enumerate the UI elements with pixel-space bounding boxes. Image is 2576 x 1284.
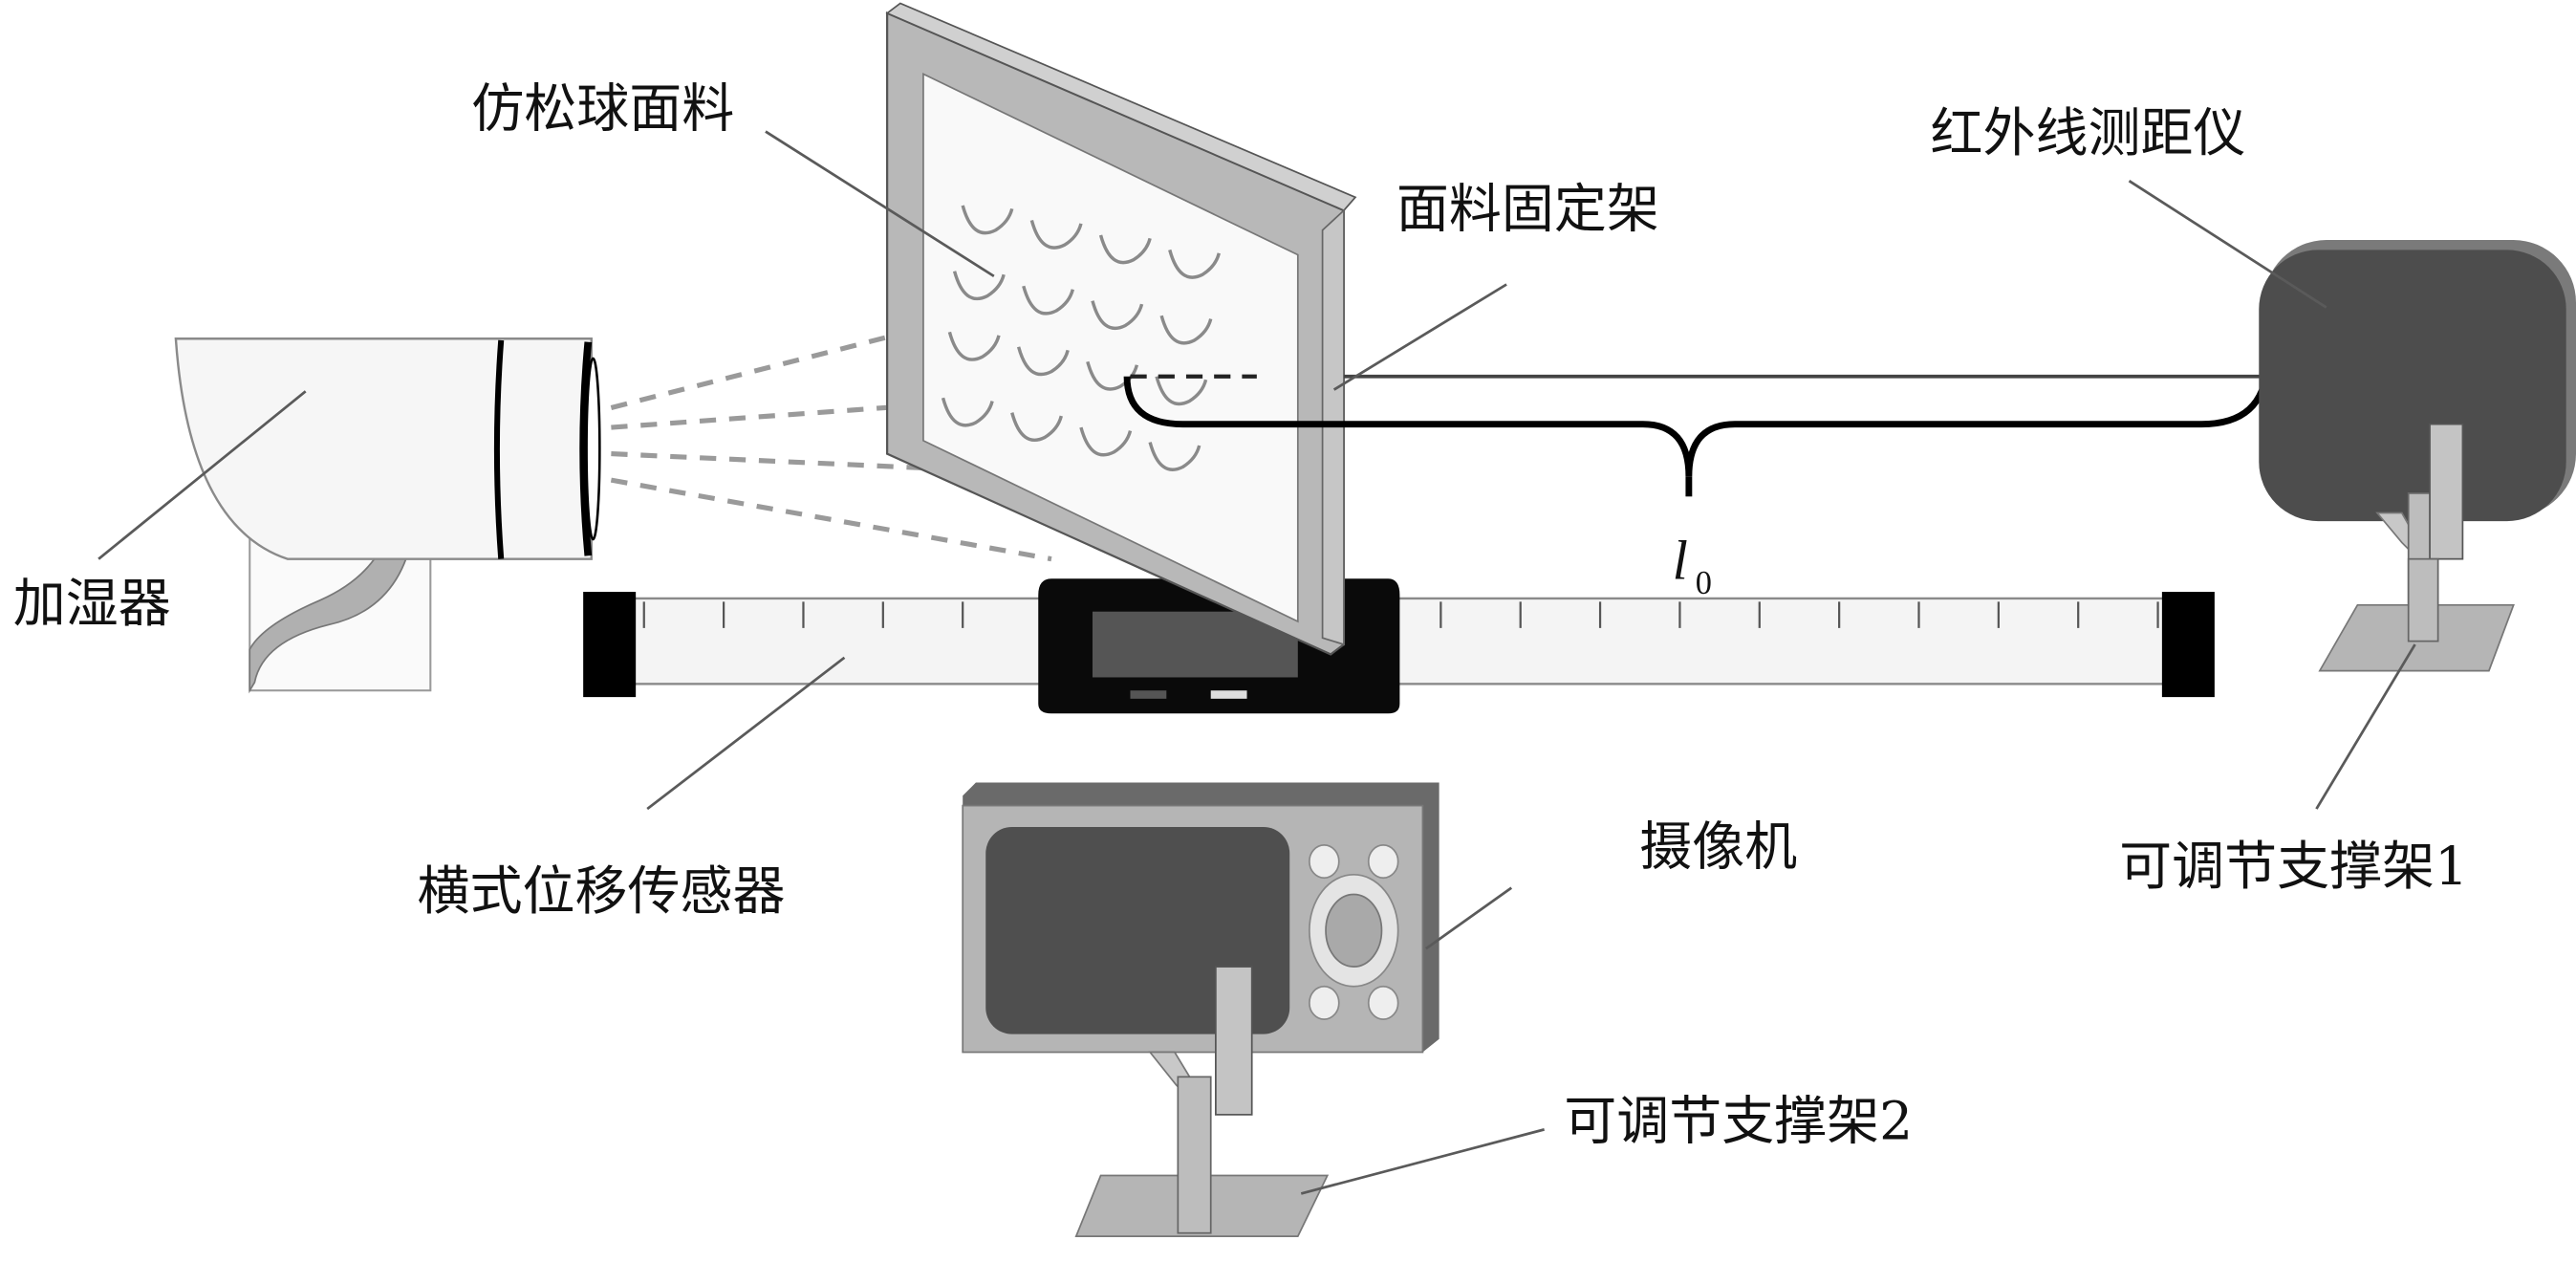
leader-holder xyxy=(1332,283,1507,391)
ir-rangefinder xyxy=(2259,240,2576,672)
support-2-pole xyxy=(1177,1076,1212,1234)
holder-frame-side xyxy=(1321,208,1345,646)
leader-rangefinder xyxy=(2128,179,2327,309)
fabric-holder xyxy=(885,2,1357,656)
pinecone-scale xyxy=(1148,442,1201,471)
camera-dial-center xyxy=(1325,893,1383,968)
support-2-upright xyxy=(1215,966,1253,1116)
pinecone-scale xyxy=(1029,219,1083,250)
camera xyxy=(962,782,1440,1237)
camera-button-2 xyxy=(1367,844,1399,880)
camera-button-3 xyxy=(1308,985,1340,1021)
pinecone-scale xyxy=(1168,249,1221,279)
distance-symbol: l xyxy=(1673,529,1688,591)
slider-button xyxy=(1210,690,1247,699)
leader-sensor xyxy=(646,656,846,811)
camera-button-1 xyxy=(1308,844,1340,880)
sensor-rail xyxy=(631,597,2170,686)
rail-ticks xyxy=(642,601,2159,628)
label-support-2: 可调节支撑架2 xyxy=(1564,1091,1913,1152)
pinecone-scale xyxy=(1159,315,1213,345)
humidifier-body xyxy=(174,337,593,560)
leader-camera xyxy=(1425,886,1513,950)
nozzle-opening xyxy=(585,357,601,541)
label-camera: 摄像机 xyxy=(1639,816,1797,877)
leader-support-1 xyxy=(2315,643,2416,810)
distance-brace xyxy=(1123,364,2271,477)
pinecone-scale xyxy=(1155,376,1208,406)
leader-humidifier xyxy=(97,390,307,560)
humidifier-hose xyxy=(249,443,415,694)
label-fabric-holder: 面料固定架 xyxy=(1396,178,1659,239)
humidifier-nozzle xyxy=(579,341,593,556)
camera-screen xyxy=(985,826,1290,1034)
displacement-sensor xyxy=(583,578,2215,714)
rail-end-cap-right xyxy=(2161,592,2215,698)
holder-frame-top xyxy=(885,2,1357,212)
pinecone-scales xyxy=(941,205,1221,471)
support-1-upright xyxy=(2429,423,2464,560)
camera-button-4 xyxy=(1367,985,1399,1021)
pinecone-scale xyxy=(961,205,1014,235)
pinecone-scale xyxy=(947,331,1001,361)
pinecone-scale xyxy=(1010,412,1063,443)
fabric-sheet xyxy=(922,73,1299,623)
humidifier-band xyxy=(493,339,505,559)
label-displacement-sensor: 横式位移传感器 xyxy=(418,860,786,922)
pinecone-scale xyxy=(1079,426,1133,457)
pinecone-scale xyxy=(1091,300,1144,331)
leader-support-2 xyxy=(1300,1128,1545,1195)
distance-subscript: 0 xyxy=(1696,565,1712,601)
support-1-pole-lower xyxy=(2407,557,2439,642)
rangefinder-body xyxy=(2259,250,2566,522)
pinecone-scale xyxy=(1086,360,1139,391)
label-humidifier: 加湿器 xyxy=(13,573,171,634)
pinecone-scale xyxy=(1098,234,1152,265)
pinecone-scale xyxy=(941,397,994,427)
leader-fabric xyxy=(765,130,995,278)
pinecone-scale xyxy=(952,271,1006,301)
pinecone-scale xyxy=(1016,346,1070,377)
label-support-1: 可调节支撑架1 xyxy=(2119,836,2468,897)
rail-end-cap-left xyxy=(583,592,637,698)
pinecone-scale xyxy=(1022,285,1075,316)
label-ir-rangefinder: 红外线测距仪 xyxy=(1931,102,2246,163)
slider-indicator xyxy=(1130,690,1167,699)
label-fabric: 仿松球面料 xyxy=(471,77,734,139)
